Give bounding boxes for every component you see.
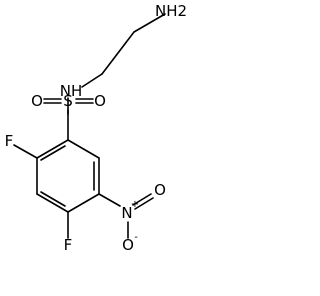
ring-bond-1 [67,139,100,159]
molecule-structure: NH2 NH S O O F F N + O O - [5,2,187,254]
atom-fluorine-upper: F [5,132,14,150]
ring-bond-3 [67,193,100,213]
atom-sulfonyl-o-right: O [94,92,106,110]
atom-sulfonyl-o-left: O [31,92,43,110]
atom-nitro-o-lower: O [122,236,134,254]
ring-double-2 [40,191,66,207]
atom-fluorine-lower: F [64,236,73,254]
atom-nitro-n: N [121,204,132,222]
atom-amine-n: NH2 [155,2,187,20]
atom-labels: NH2 NH S O O F F N + O O - [5,2,187,254]
bond-amine-c1 [133,13,166,33]
bond-c-nitro [98,193,121,207]
ring-bond-6 [36,139,69,159]
ring-bond-4 [36,193,69,213]
charge-nitro-o: - [134,232,138,243]
bonds [13,13,166,239]
bond-n-o-upper-b [134,197,154,210]
bond-c2-nh [81,73,103,88]
bond-c1-c2 [101,31,135,75]
atom-sulfur: S [63,92,73,110]
atom-nitro-o-upper: O [154,181,166,199]
ring-double-3 [40,145,66,161]
bond-n-o-upper-a [132,193,152,206]
bond-c-f-upper [13,144,38,159]
charge-nitro-n: + [131,199,139,210]
atom-sulfonamide-n: NH [60,82,83,100]
